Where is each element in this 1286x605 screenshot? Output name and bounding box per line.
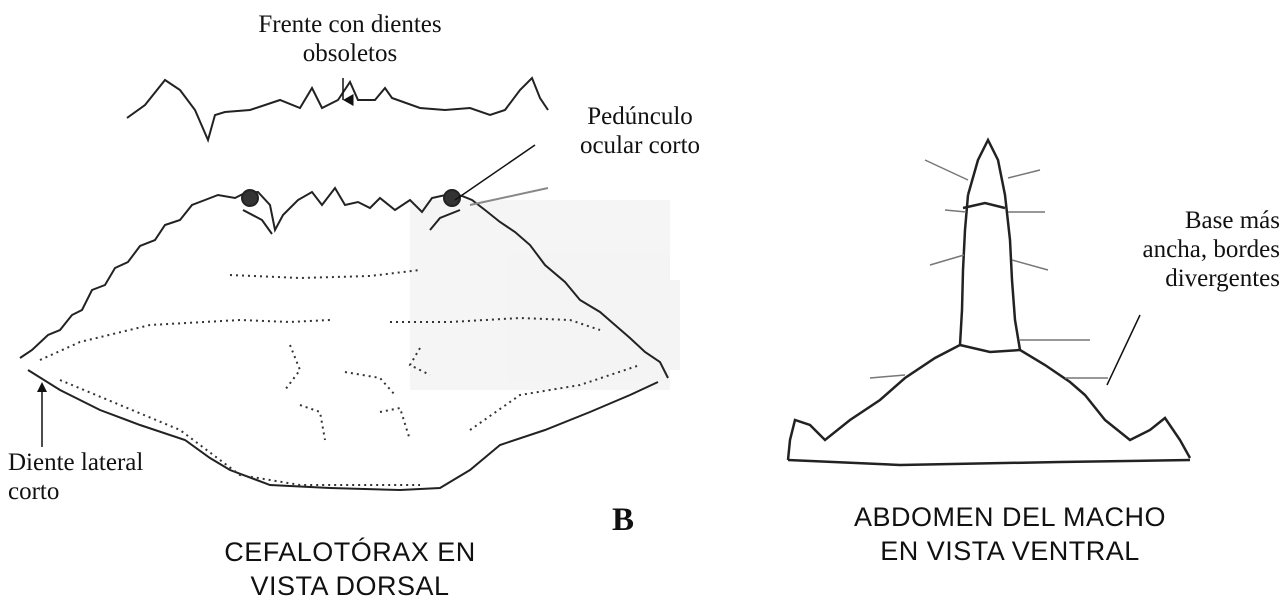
caption-abdomen: ABDOMEN DEL MACHO EN VISTA VENTRAL (830, 500, 1190, 568)
carapace-shading-line (469, 187, 549, 206)
label-frente: Frente con dientes obsoletos (225, 10, 475, 68)
label-base-line1: Base más (1184, 207, 1280, 234)
label-frente-line2: obsoletos (302, 40, 398, 67)
carapace-drawing (19, 186, 669, 492)
caption-cefalotorax-line1: CEFALOTÓRAX EN (224, 537, 476, 567)
caption-abdomen-line2: EN VISTA VENTRAL (880, 536, 1140, 566)
figure-letter: B (612, 502, 635, 538)
carapace-grooves (39, 269, 641, 486)
label-diente: Diente lateral corto (8, 448, 143, 506)
pointer-base (1106, 314, 1141, 386)
label-diente-line1: Diente lateral (8, 449, 144, 476)
background-shading (410, 200, 680, 390)
label-frente-line1: Frente con dientes (258, 11, 442, 38)
label-base-line2: ancha, bordes (1142, 236, 1280, 263)
front-detail-outline (126, 76, 549, 143)
caption-cefalotorax: CEFALOTÓRAX EN VISTA DORSAL (170, 535, 530, 603)
abdomen-setae (869, 159, 1108, 379)
label-base-line3: divergentes (1165, 265, 1280, 292)
label-pedunculo-line2: ocular corto (579, 132, 701, 159)
label-pedunculo-line1: Pedúnculo (587, 103, 693, 130)
label-diente-line2: corto (8, 478, 60, 505)
label-base: Base más ancha, bordes divergentes (1080, 206, 1280, 293)
pointer-lateral-tooth-head (37, 382, 47, 392)
label-pedunculo: Pedúnculo ocular corto (560, 102, 720, 160)
abdomen-drawing (786, 137, 1192, 467)
pointer-peduncle (454, 144, 536, 201)
caption-cefalotorax-line2: VISTA DORSAL (250, 571, 450, 601)
caption-abdomen-line1: ABDOMEN DEL MACHO (853, 502, 1167, 532)
